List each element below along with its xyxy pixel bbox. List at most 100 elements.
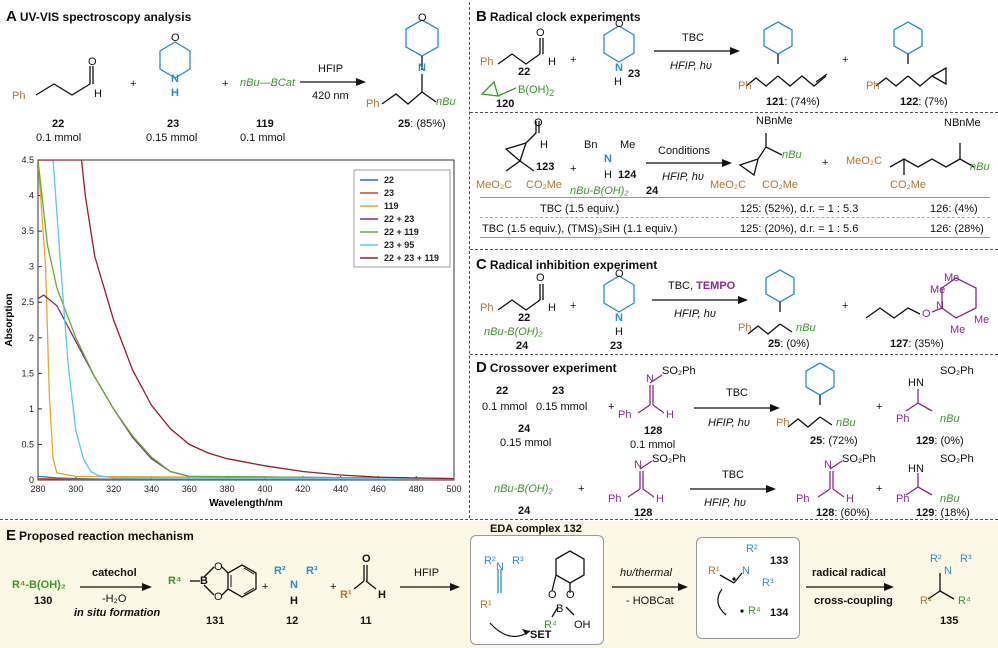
b-r3-label: 120 bbox=[496, 98, 515, 110]
b2-r1-label: 123 bbox=[536, 161, 555, 173]
legend-label: 22 + 23 + 119 bbox=[384, 253, 439, 263]
d-p1-yield: 25: (72%) bbox=[810, 435, 858, 447]
d-arrow2-bottom: HFIP, hυ bbox=[704, 497, 746, 509]
d-mix-b-amt: 0.15 mmol bbox=[536, 401, 588, 413]
c-morpholine bbox=[603, 275, 635, 313]
a-r1-amount: 0.1 mmol bbox=[36, 132, 82, 144]
divider-b bbox=[470, 112, 998, 113]
divider-b2 bbox=[470, 249, 998, 250]
b2-cyclopropane-123 bbox=[504, 121, 540, 172]
c-p2-o: O bbox=[922, 308, 931, 320]
eda-r3: R³ bbox=[512, 555, 524, 567]
panel-d-title: Crossover experiment bbox=[489, 361, 617, 375]
d-p1-ph: Ph bbox=[776, 417, 790, 429]
d-arrow-1 bbox=[694, 404, 780, 412]
x-tick-label: 500 bbox=[446, 484, 461, 494]
b2-p1-right: CO₂Me bbox=[762, 179, 799, 191]
c-r2-h: H bbox=[615, 326, 623, 338]
series-line-22-23-119 bbox=[38, 160, 454, 480]
b-p1-yield-text: : (74%) bbox=[784, 96, 820, 108]
b2-p2-left: MeO₂C bbox=[846, 155, 883, 167]
d-row2-p2-nbu: nBu bbox=[940, 493, 960, 505]
a-r3-label: 119 bbox=[256, 118, 274, 130]
x-tick-label: 440 bbox=[333, 484, 348, 494]
b2-table-line-1 bbox=[480, 197, 990, 198]
b-r2-n: N bbox=[615, 62, 623, 74]
x-tick-label: 380 bbox=[220, 484, 235, 494]
a-r1-o: O bbox=[88, 56, 97, 68]
e-arrow2-top: HFIP bbox=[414, 567, 440, 579]
x-tick-label: 360 bbox=[182, 484, 197, 494]
y-tick-label: 3 bbox=[29, 262, 34, 272]
b-r2-label: 23 bbox=[628, 68, 641, 80]
series-line-23-95 bbox=[38, 160, 454, 480]
product-125-structure bbox=[738, 133, 783, 177]
eda-o2: O bbox=[566, 589, 575, 601]
panel-b-title: Radical clock experiments bbox=[489, 10, 641, 24]
e-arrow-1 bbox=[80, 583, 152, 591]
p135-r2: R² bbox=[930, 553, 942, 565]
y-tick-label: 2.5 bbox=[21, 297, 34, 307]
d-mix-b: 23 bbox=[552, 385, 565, 397]
c-p2-yield: 127: (35%) bbox=[890, 338, 944, 350]
c-arrow-bottom: HFIP, hυ bbox=[674, 308, 716, 320]
b2-table-line-3 bbox=[480, 237, 990, 238]
c-arrow-tempo: TEMPO bbox=[696, 280, 736, 292]
e-ald-label: 11 bbox=[360, 615, 372, 627]
d-arrow1-bottom: HFIP, hυ bbox=[708, 417, 750, 429]
b-r2-o: O bbox=[615, 18, 624, 30]
b-r3-text: B(OH)2 bbox=[518, 84, 554, 98]
d-row2-imine-so2ph: SO₂Ph bbox=[652, 453, 686, 465]
e-amine-r3: R³ bbox=[306, 565, 318, 577]
b2-plus-2: + bbox=[822, 157, 829, 169]
e-aldehyde-11 bbox=[353, 565, 377, 590]
e-amine-h: H bbox=[290, 595, 298, 607]
a-plus-1: + bbox=[130, 78, 137, 90]
b2-r2-me: Me bbox=[620, 139, 636, 151]
p135-r3: R³ bbox=[960, 553, 972, 565]
p135-label: 135 bbox=[940, 615, 959, 627]
b2-row2-res1: 125: (20%), d.r. = 1 : 5.6 bbox=[740, 223, 859, 235]
a-reaction-arrow bbox=[300, 78, 366, 86]
e-131-r: R⁴ bbox=[168, 575, 182, 587]
b-plus-2: + bbox=[842, 54, 849, 66]
eda-structure bbox=[489, 550, 585, 638]
morpholine-23-structure bbox=[159, 41, 191, 79]
e-sm-label: 130 bbox=[34, 595, 53, 607]
b-r1-structure bbox=[497, 38, 544, 65]
b-p1-yield: 121: (74%) bbox=[766, 96, 820, 108]
d-plus-3: + bbox=[578, 483, 585, 495]
d-p2-nbu: nBu bbox=[940, 413, 960, 425]
b2-plus-1: + bbox=[570, 163, 577, 175]
b2-table-line-2 bbox=[480, 217, 990, 218]
panel-c-title: Radical inhibition experiment bbox=[489, 258, 658, 272]
c-p2-me2: Me bbox=[930, 284, 946, 296]
c-arrow-top: TBC, TEMPO bbox=[668, 280, 735, 292]
d-row2-p1-ph: Ph bbox=[796, 493, 810, 505]
c-r1-label: 22 bbox=[518, 312, 531, 324]
panel-a-letter: A bbox=[6, 8, 17, 25]
c-r1-boron-label: 24 bbox=[516, 340, 529, 352]
b-p2-yield: 122: (7%) bbox=[900, 96, 948, 108]
d-p2-ph: Ph bbox=[896, 413, 910, 425]
e-arrow-3 bbox=[612, 583, 688, 591]
e-ald-h: H bbox=[378, 589, 386, 601]
e-arrow3-top: hυ/thermal bbox=[620, 567, 672, 579]
rad-r2: R² bbox=[746, 543, 758, 555]
b-plus-1: + bbox=[570, 54, 577, 66]
b-r2-h: H bbox=[614, 76, 622, 88]
eda-title: EDA complex 132 bbox=[490, 523, 582, 535]
x-axis-label: Wavelength/nm bbox=[209, 498, 283, 509]
e-amine-r2: R² bbox=[274, 565, 286, 577]
d-product-129 bbox=[905, 389, 933, 412]
eda-r2: R² bbox=[484, 555, 496, 567]
rad-r1: R¹ bbox=[708, 565, 720, 577]
b2-arrow bbox=[646, 159, 732, 167]
e-arrow1-bottom: in situ formation bbox=[74, 607, 161, 619]
b2-row1-cond: TBC (1.5 equiv.) bbox=[540, 203, 620, 215]
d-arrow-2 bbox=[690, 485, 776, 493]
b-p1-ph: Ph bbox=[738, 80, 752, 92]
